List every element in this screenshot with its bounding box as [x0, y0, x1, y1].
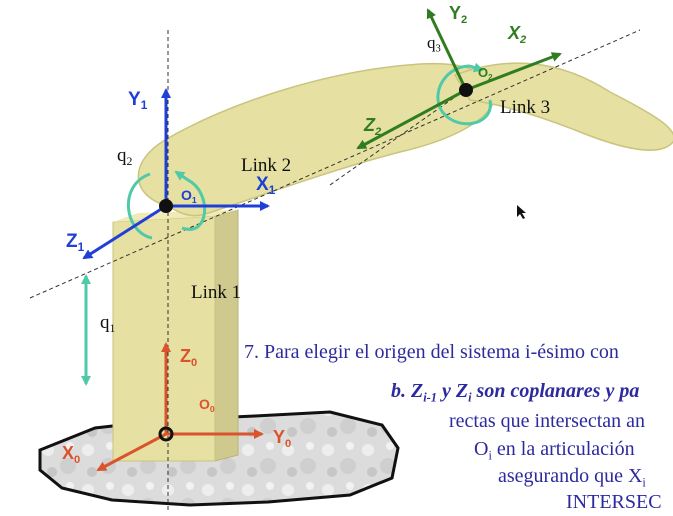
label-o2: O2	[478, 65, 493, 82]
z2-arrow	[356, 88, 467, 150]
y2-arrow	[426, 8, 468, 91]
label-z1: Z1	[66, 231, 85, 255]
label-x0: X0	[62, 443, 81, 466]
q3-rotation-arc	[436, 64, 492, 126]
label-y0: Y0	[273, 427, 292, 450]
origin-o2-dot	[459, 83, 473, 97]
q2-rotation-arc	[126, 172, 207, 240]
label-q1: q1	[100, 312, 116, 336]
mouse-cursor-icon	[517, 205, 526, 219]
label-z0: Z0	[180, 346, 198, 369]
x2-arrow	[465, 52, 562, 92]
label-q2: q2	[117, 145, 133, 169]
label-q3: q3	[427, 33, 441, 55]
label-link1: Link 1	[191, 282, 242, 303]
label-link2: Link 2	[241, 155, 292, 176]
label-link3: Link 3	[500, 97, 551, 118]
origin-o0-dot	[158, 426, 174, 442]
text-line2: rectas que intersectan an	[449, 410, 646, 432]
link2-axis-dashed	[29, 29, 641, 299]
label-o1: O1	[181, 187, 197, 206]
label-y2: Y2	[449, 3, 468, 26]
label-z2: Z2	[364, 115, 382, 138]
text-line5: INTERSEC	[566, 491, 662, 513]
z1-arrow	[82, 204, 167, 260]
label-y1: Y1	[128, 89, 148, 113]
x0-arrow	[96, 432, 167, 472]
link1-side	[214, 209, 239, 462]
text-line4: asegurando que Xi	[498, 465, 646, 490]
text-line3: Oi en la articulación	[474, 438, 635, 463]
label-o0: O0	[199, 396, 215, 415]
step7-text: 7. Para elegir el origen del sistema i-é…	[244, 341, 619, 363]
link1-front	[112, 215, 216, 462]
label-x1: X1	[256, 174, 276, 198]
link3-shape	[453, 62, 673, 151]
origin-o1-dot	[159, 199, 173, 213]
label-x2: X2	[508, 23, 527, 46]
case-b-heading: b. Zi-1 y Zi son coplanares y pa	[391, 380, 640, 405]
